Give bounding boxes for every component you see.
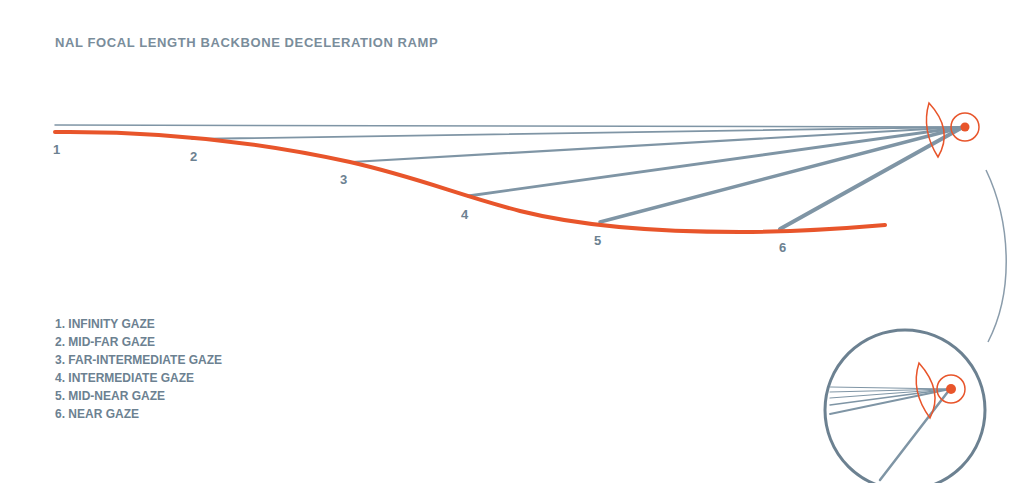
lens (926, 103, 944, 157)
legend-item: 6. NEAR GAZE (55, 408, 139, 420)
ramp-curve (55, 132, 885, 232)
legend-item: 5. MID-NEAR GAZE (55, 390, 165, 402)
legend-item: 1. INFINITY GAZE (55, 318, 155, 330)
callout-number: 6 (779, 241, 786, 254)
gaze-lines (55, 125, 963, 229)
legend-item: 2. MID-FAR GAZE (55, 336, 155, 348)
diagram-title: NAL FOCAL LENGTH BACKBONE DECELERATION R… (55, 36, 438, 49)
callout-number: 1 (53, 143, 60, 156)
callout-number: 3 (340, 173, 347, 186)
eye-dot (961, 123, 970, 132)
legend-item: 4. INTERMEDIATE GAZE (55, 372, 194, 384)
callout-number: 4 (461, 208, 468, 221)
inset-circle (825, 330, 985, 483)
gaze-line (600, 127, 963, 222)
gaze-line (780, 127, 963, 229)
legend-item: 3. FAR-INTERMEDIATE GAZE (55, 354, 222, 366)
gaze-line (468, 127, 963, 196)
gaze-line (55, 125, 963, 127)
eye-circle (951, 113, 979, 141)
inset-content (830, 363, 965, 480)
zoom-connector (986, 170, 1006, 342)
callout-number: 2 (190, 150, 197, 163)
gaze-line (352, 127, 963, 162)
callout-number: 5 (594, 234, 601, 247)
